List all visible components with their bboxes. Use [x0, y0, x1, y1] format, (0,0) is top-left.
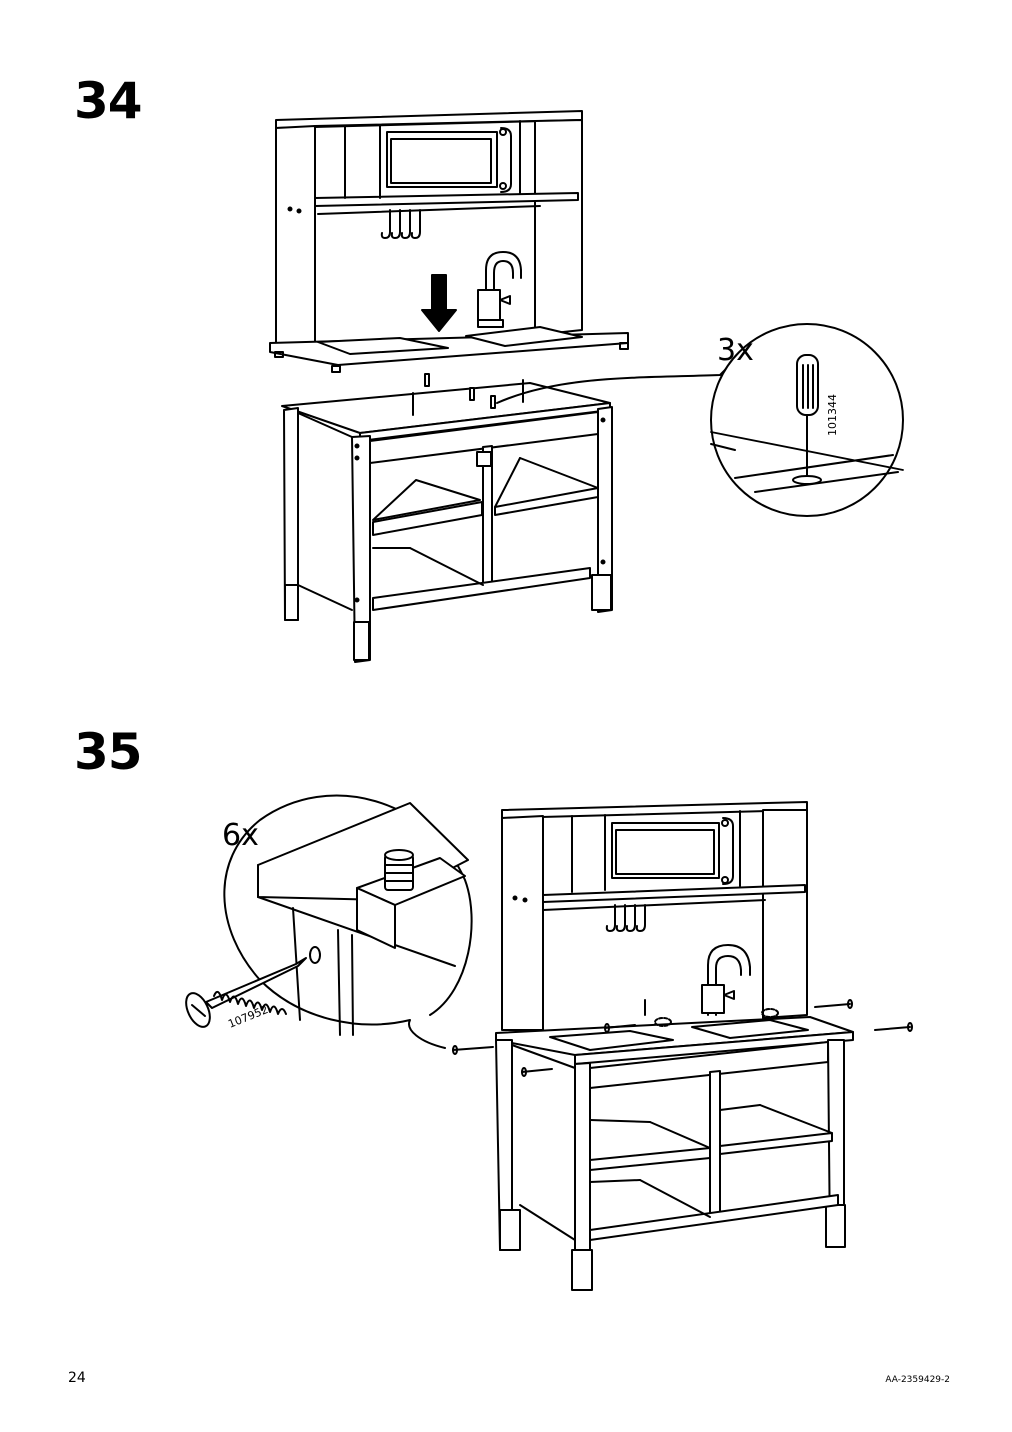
step-35-quantity: 6x	[222, 818, 259, 853]
step-35-part-number: 107952	[226, 1003, 270, 1031]
step-34-part-number: 101344	[826, 394, 839, 436]
page-number: 24	[68, 1370, 86, 1386]
lower-base-unit	[282, 374, 612, 662]
step-35-number: 35	[74, 723, 143, 781]
step-34-quantity: 3x	[717, 333, 754, 368]
step-34-detail-callout	[497, 324, 903, 516]
document-code: AA-2359429-2	[885, 1375, 950, 1385]
upper-hutch-unit	[270, 111, 628, 372]
assembled-kitchen	[453, 802, 912, 1290]
step-34-number: 34	[74, 72, 143, 130]
step-34-illustration: 3x 101344	[0, 0, 1012, 700]
screws-group	[453, 1000, 912, 1076]
step-35-detail-callout	[181, 796, 471, 1048]
screw-icon	[181, 958, 306, 1031]
